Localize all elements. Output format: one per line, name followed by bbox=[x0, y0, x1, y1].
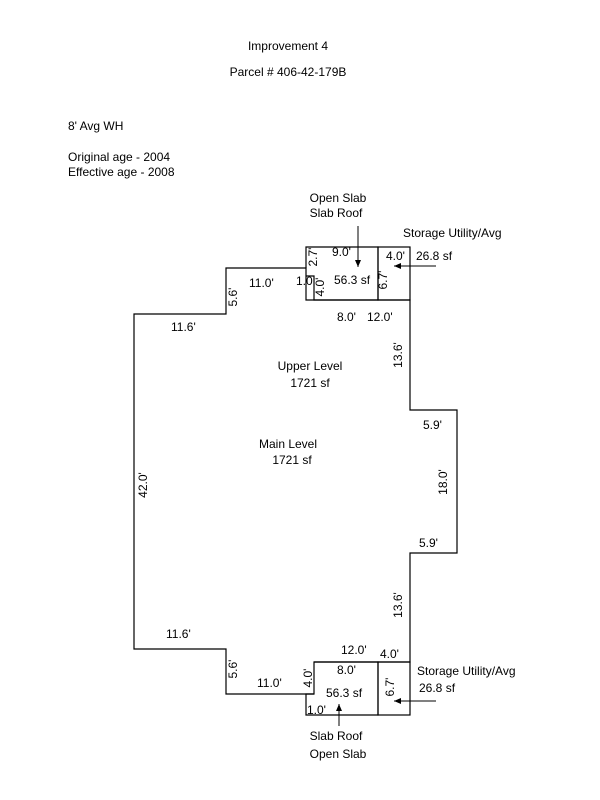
dim-bottom-storage-width: 4.0' bbox=[380, 647, 399, 661]
dim-top-inner-width: 8.0' bbox=[337, 310, 356, 324]
dim-right-upper: 13.6' bbox=[391, 342, 405, 368]
main-level-area: 1721 sf bbox=[272, 453, 312, 467]
dim-left-side: 42.0' bbox=[136, 472, 150, 498]
dim-right-bump: 18.0' bbox=[436, 469, 450, 495]
dim-bottom-left-width: 11.6' bbox=[166, 627, 191, 641]
dim-bottom-inner-width: 8.0' bbox=[337, 663, 356, 677]
dim-top-right-width: 12.0' bbox=[367, 310, 393, 324]
dim-bottom-step: 5.6' bbox=[226, 659, 240, 679]
bottom-storage-label: Storage Utility/Avg bbox=[417, 664, 516, 678]
top-patio-label-open-slab: Open Slab bbox=[309, 191, 367, 205]
dim-right-bump-top: 5.9' bbox=[423, 418, 442, 432]
dim-top-storage-width: 4.0' bbox=[386, 249, 405, 263]
bottom-patio-area: 56.3 sf bbox=[326, 686, 363, 700]
bottom-patio-outline bbox=[305, 661, 379, 716]
dim-right-lower: 13.6' bbox=[391, 592, 405, 618]
bottom-patio-label-slab-roof: Slab Roof bbox=[309, 729, 363, 743]
dim-top-left-width: 11.6' bbox=[171, 320, 196, 334]
bottom-storage-area: 26.8 sf bbox=[419, 681, 456, 695]
top-storage-outline bbox=[377, 246, 411, 301]
dim-bottom-storage-depth: 6.7' bbox=[383, 677, 397, 697]
improvement-title: Improvement 4 bbox=[247, 39, 329, 53]
dim-bottom-patio-jog: 1.0' bbox=[307, 703, 326, 717]
original-age-note: Original age - 2004 bbox=[68, 150, 171, 164]
dim-bottom-step-width: 11.0' bbox=[257, 676, 282, 690]
main-level-label: Main Level bbox=[258, 437, 318, 451]
effective-age-note: Effective age - 2008 bbox=[68, 165, 175, 179]
top-patio-label-slab-roof: Slab Roof bbox=[309, 206, 363, 220]
dim-top-patio-depth: 4.0' bbox=[313, 277, 327, 297]
dim-top-step-width: 11.0' bbox=[249, 276, 274, 290]
parcel-number: Parcel # 406-42-179B bbox=[229, 65, 347, 79]
dim-top-patio-width: 9.0' bbox=[332, 245, 351, 259]
dim-right-bump-bottom: 5.9' bbox=[419, 536, 438, 550]
dim-bottom-right-width: 12.0' bbox=[341, 643, 367, 657]
dim-top-step: 5.6' bbox=[226, 287, 240, 307]
main-building-outline bbox=[133, 267, 458, 695]
wall-height-note: 8' Avg WH bbox=[68, 119, 124, 133]
top-patio-area: 56.3 sf bbox=[334, 273, 371, 287]
upper-level-label: Upper Level bbox=[277, 359, 343, 373]
upper-level-area: 1721 sf bbox=[290, 376, 330, 390]
top-storage-area: 26.8 sf bbox=[416, 249, 453, 263]
bottom-storage-outline bbox=[377, 661, 411, 716]
dim-bottom-patio-depth: 4.0' bbox=[301, 668, 315, 688]
dim-top-storage-depth: 6.7' bbox=[376, 270, 390, 290]
dim-top-patio-jog: 1.0 bbox=[296, 274, 313, 288]
bottom-patio-label-open-slab: Open Slab bbox=[309, 747, 367, 761]
dim-top-patio-small: 2.7' bbox=[306, 247, 320, 267]
top-storage-label: Storage Utility/Avg bbox=[403, 226, 502, 240]
